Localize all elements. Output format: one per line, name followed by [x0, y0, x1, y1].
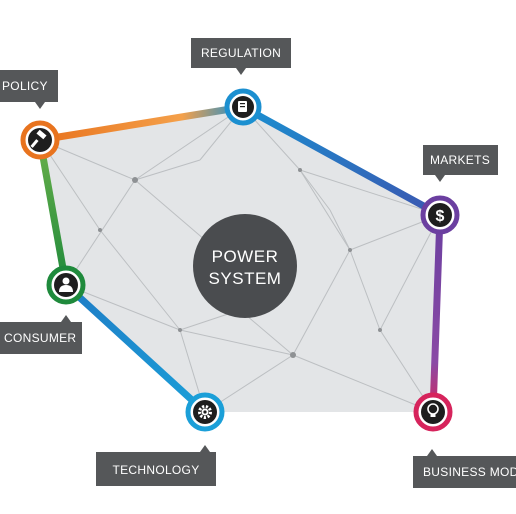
- node-markets: MARKETS $: [420, 145, 498, 235]
- person-icon: [59, 277, 73, 292]
- label-box-regulation: [191, 38, 291, 68]
- center-node: POWER SYSTEM: [193, 214, 297, 318]
- center-line-2: SYSTEM: [209, 269, 282, 288]
- dollar-icon: $: [436, 208, 445, 225]
- label-box-markets: [423, 145, 498, 175]
- node-regulation: REGULATION: [191, 38, 291, 126]
- label-box-business: [413, 456, 516, 488]
- edge-consumer-policy: [36, 136, 70, 289]
- label-technology: TECHNOLOGY: [112, 463, 199, 477]
- label-policy: POLICY: [2, 79, 48, 93]
- book-icon: [238, 101, 247, 112]
- edge-regulation-markets: [239, 103, 444, 219]
- node-policy: POLICY: [0, 70, 60, 160]
- label-box-technology: [96, 452, 216, 486]
- label-markets: MARKETS: [430, 153, 490, 167]
- gear-icon: [198, 405, 212, 419]
- label-consumer: CONSUMER: [4, 331, 76, 345]
- node-technology: TECHNOLOGY: [96, 392, 225, 486]
- gavel-icon: [30, 129, 47, 148]
- node-business: BUSINESS MOD: [413, 392, 516, 488]
- label-regulation: REGULATION: [201, 46, 281, 60]
- label-box-consumer: [0, 322, 82, 354]
- label-box-policy: [0, 70, 58, 102]
- polygon-edges: [36, 103, 444, 416]
- lightbulb-icon: [427, 403, 439, 417]
- label-business: BUSINESS MOD: [423, 465, 516, 479]
- center-line-1: POWER: [212, 247, 279, 266]
- node-consumer: CONSUMER: [0, 265, 86, 354]
- edge-markets-business: [429, 211, 444, 416]
- edge-policy-regulation: [36, 103, 247, 144]
- edge-technology-consumer: [62, 281, 209, 416]
